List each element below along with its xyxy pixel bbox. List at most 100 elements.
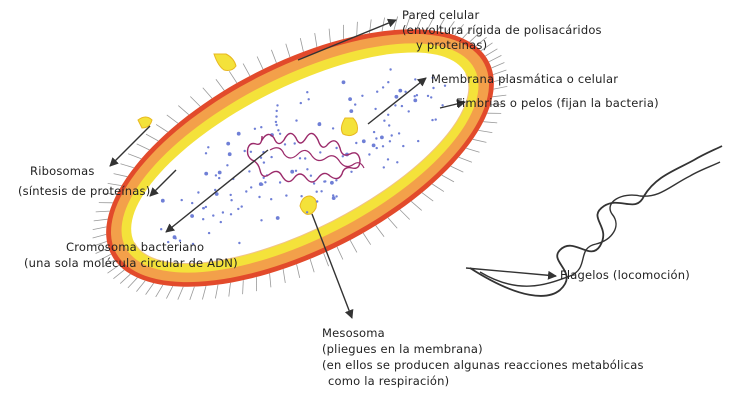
fimbria-hair [473, 139, 487, 142]
ribosome-dot [430, 96, 432, 98]
label-membrana: Membrana plasmática o celular [431, 72, 618, 86]
fimbria-hair [156, 124, 168, 132]
ribosome-dot [376, 91, 378, 93]
ribosome-dot [276, 104, 278, 106]
fimbria-hair [229, 283, 231, 297]
ribosome-dot [319, 122, 321, 124]
ribosome-dot [368, 153, 370, 155]
ribosome-dot [226, 164, 228, 166]
ribosome-dot [270, 156, 272, 158]
ribosome-dot [402, 145, 404, 147]
ribosome-dot [190, 214, 194, 218]
fimbria-hair [492, 63, 505, 69]
fimbria-hair [376, 226, 384, 237]
fimbria-hair [136, 281, 145, 292]
ribosome-dot [374, 108, 376, 110]
fimbria-hair [167, 115, 178, 123]
fimbria-hair [271, 50, 276, 63]
fimbria-hair [93, 227, 107, 230]
fimbria-hair [96, 211, 110, 212]
fimbria-hair [270, 273, 271, 287]
ribosome-dot [173, 235, 177, 239]
ribosome-dot [414, 95, 416, 97]
ribosome-dot [208, 232, 210, 234]
ribosome-dot [342, 80, 346, 84]
ribosome-dot [427, 95, 429, 97]
ribosome-dot [354, 103, 356, 105]
ribosome-dot [372, 144, 376, 148]
ribosome-dot [263, 177, 265, 179]
ribosome-dot [391, 134, 393, 136]
fimbria-hair [459, 157, 472, 162]
ribosome-dot [160, 228, 162, 230]
fimbria-hair [300, 38, 303, 52]
fimbria-hair [128, 154, 141, 159]
ribosome-dot [324, 180, 326, 182]
ribosome-dot [441, 104, 443, 106]
ribosome-dot [316, 191, 318, 193]
ribosome-dot [380, 136, 384, 140]
fimbria-hair [190, 287, 195, 300]
fimbria-hair [422, 193, 433, 201]
fimbria-hair [94, 219, 108, 221]
ribosome-dot [205, 152, 207, 154]
ribosome-dot [304, 157, 306, 159]
fimbria-hair [203, 88, 212, 99]
ribosome-dot [395, 95, 399, 99]
ribosome-dot [394, 104, 396, 106]
ribosome-dot [376, 147, 378, 149]
fimbria-hair [215, 285, 218, 299]
ribosome-dot [230, 199, 232, 201]
fimbria-hair [283, 269, 285, 283]
label-fimbrias: Fimbrias o pelos (fijan la bacteria) [456, 96, 659, 110]
ribosome-dot [382, 145, 384, 147]
label-cromosoma-sub: (una sola molécula circular de ADN) [24, 256, 238, 270]
label-mesosoma-sub1: (pliegues en la membrana) [322, 342, 483, 356]
ribosome-dot [387, 158, 389, 160]
ribosome-dot [214, 189, 216, 191]
ribosome-dot [330, 181, 334, 185]
ribosome-dot [264, 181, 266, 183]
fimbria-hair [243, 64, 250, 76]
ribosome-dot [218, 171, 222, 175]
ribosome-dot [284, 143, 286, 145]
ribosome-dot [362, 139, 366, 143]
fimbria-hair [363, 233, 371, 245]
ribosome-dot [205, 206, 207, 208]
ribosome-dot [275, 115, 277, 117]
fimbria-hair [297, 264, 300, 278]
ribosome-dot [244, 150, 246, 152]
label-ribosomas: Ribosomas [30, 164, 95, 178]
ribosome-dot [375, 137, 377, 139]
ribosome-dot [300, 102, 302, 104]
ribosome-dot [310, 175, 312, 177]
ribosome-dot [228, 152, 232, 156]
ribosome-dot [313, 182, 315, 184]
ribosome-dot [382, 86, 384, 88]
fimbria-hair [229, 71, 237, 83]
fimbria-hair [432, 184, 444, 192]
fimbria-hair [286, 44, 290, 57]
ribosome-dot [319, 151, 321, 153]
ribosome-dot [316, 200, 318, 202]
ribosome-dot [220, 221, 222, 223]
ribosome-dot [396, 161, 398, 163]
fimbria-hair [120, 274, 130, 284]
ribosome-dot [218, 177, 220, 179]
fimbria-hair [178, 287, 184, 300]
ribosome-dot [237, 208, 239, 210]
ribosome-dot [335, 179, 337, 181]
ribosome-dot [279, 181, 281, 183]
ribosome-dot [383, 120, 385, 122]
ribosome-dot [270, 198, 272, 200]
ribosome-dot [250, 151, 252, 153]
ribosome-dot [387, 81, 389, 83]
ribosome-dot [350, 171, 352, 173]
fimbria-hair [394, 17, 398, 31]
ribosome-dot [222, 211, 224, 213]
fimbria-hair [451, 166, 464, 172]
ribosome-dot [383, 166, 385, 168]
ribosome-dot [389, 140, 391, 142]
ribosome-dot [250, 186, 252, 188]
ribosome-dot [241, 205, 243, 207]
